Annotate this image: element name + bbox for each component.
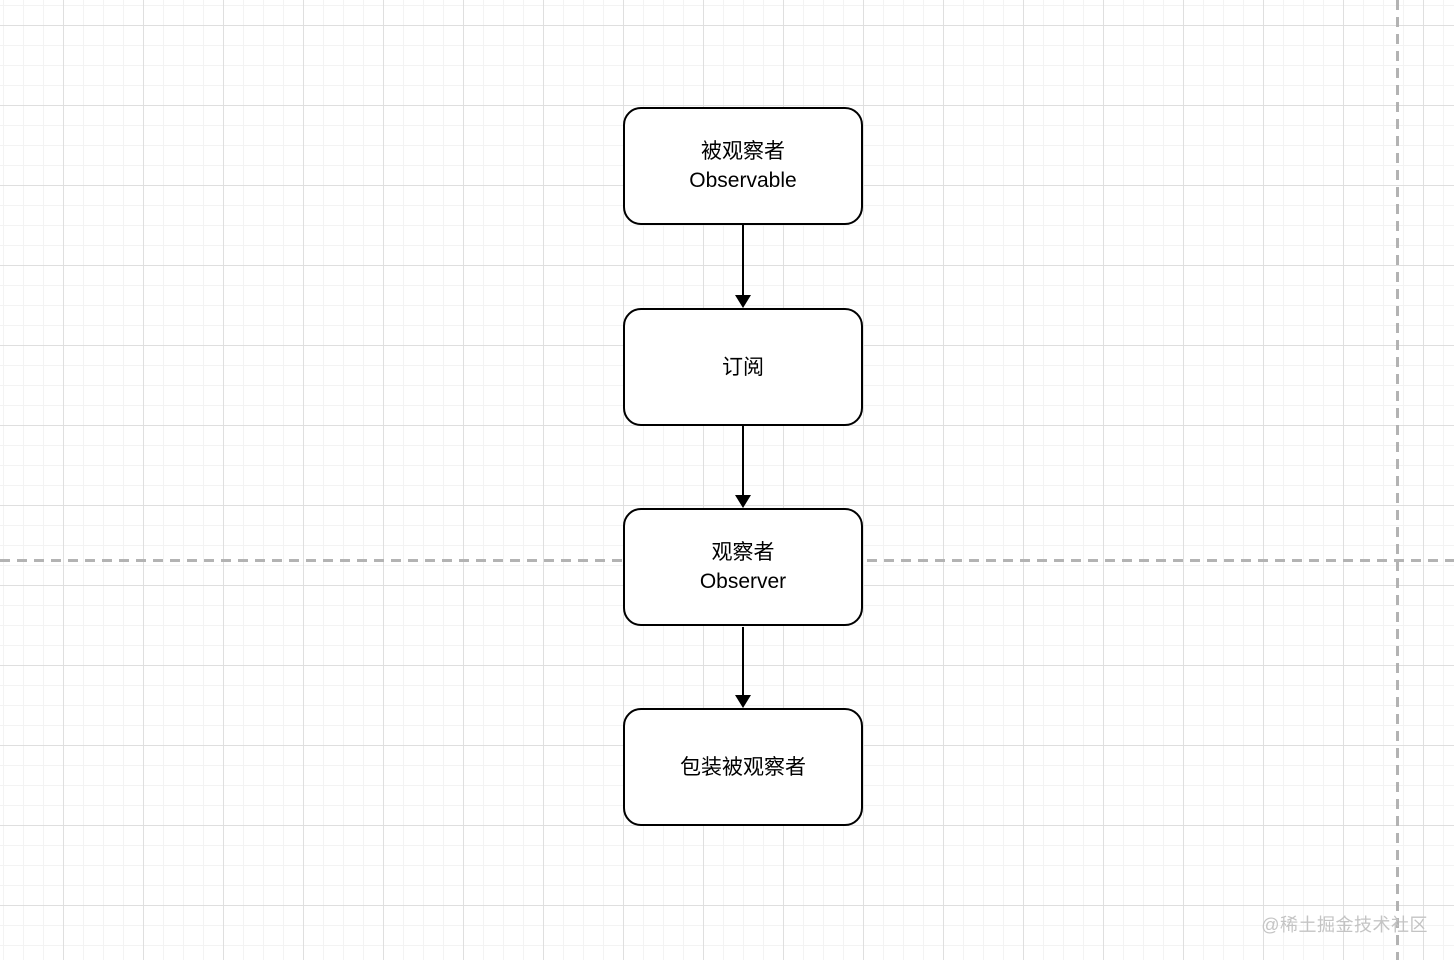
node-label-line: Observer <box>699 570 787 593</box>
connector-line <box>741 627 745 695</box>
page-divider-vertical <box>1396 0 1399 960</box>
connector-subscribe-to-observer[interactable] <box>735 426 751 508</box>
node-observable[interactable]: 被观察者 Observable <box>623 107 863 225</box>
node-label-line: 包装被观察者 <box>680 755 806 779</box>
watermark-text: @稀土掘金技术社区 <box>1261 915 1428 935</box>
arrowhead-icon <box>735 695 751 708</box>
connector-observer-to-wrapped[interactable] <box>735 627 751 708</box>
node-subscribe[interactable]: 订阅 <box>623 308 863 426</box>
connector-line <box>741 225 745 295</box>
connector-observable-to-subscribe[interactable] <box>735 225 751 308</box>
arrowhead-icon <box>735 295 751 308</box>
node-wrapped-observable[interactable]: 包装被观察者 <box>623 708 863 826</box>
arrowhead-icon <box>735 495 751 508</box>
node-label-line: 观察者 <box>711 541 775 564</box>
node-label-line: Observable <box>689 169 797 192</box>
connector-line <box>741 426 745 495</box>
node-label-line: 被观察者 <box>701 140 785 163</box>
node-observer[interactable]: 观察者 Observer <box>623 508 863 626</box>
node-label-line: 订阅 <box>722 355 764 379</box>
